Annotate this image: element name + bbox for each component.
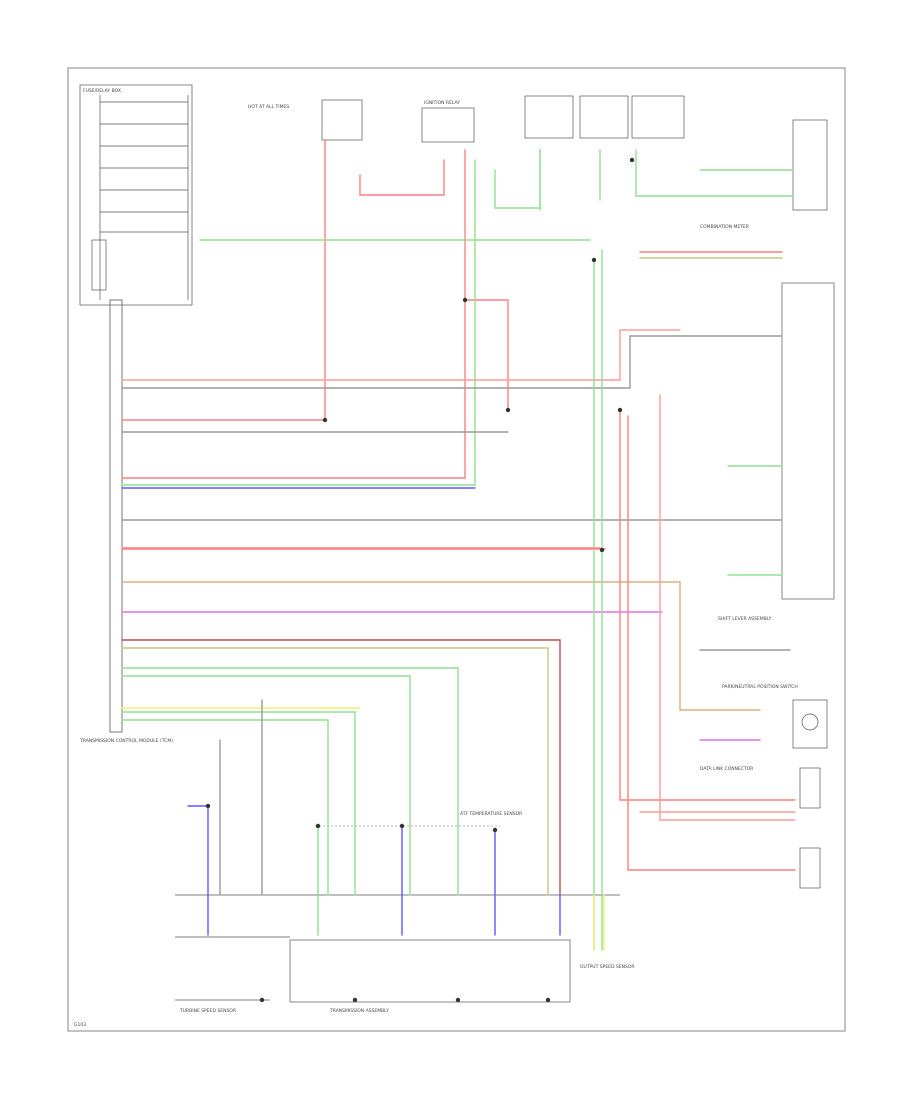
splice-dot xyxy=(462,297,468,303)
data-link-label: DATA LINK CONNECTOR xyxy=(700,766,753,772)
splice-dot xyxy=(205,803,211,809)
splice-dot xyxy=(492,827,498,833)
top-components: HOT AT ALL TIMES IGNITION RELAY xyxy=(248,95,828,211)
splice-dot xyxy=(315,823,321,829)
wire-red xyxy=(121,139,326,421)
shift-lever-label: SHIFT LEVER ASSEMBLY xyxy=(718,616,772,622)
wire-green xyxy=(121,719,329,896)
splice-dot xyxy=(322,417,328,423)
right-components: COMBINATION METER SHIFT LEVER ASSEMBLY P… xyxy=(700,224,835,889)
splice-dot xyxy=(545,997,551,1003)
wire-red xyxy=(619,409,796,801)
wire-tan xyxy=(121,581,761,711)
wire-green xyxy=(121,711,356,896)
splice-dot xyxy=(505,407,511,413)
wire-red xyxy=(359,159,445,196)
wire-darkred xyxy=(121,639,561,896)
wire-red xyxy=(464,299,509,411)
wire-pink xyxy=(121,329,681,381)
combination-meter xyxy=(781,282,835,600)
output-sensor-label: OUTPUT SPEED SENSOR xyxy=(580,964,635,970)
transmission-assembly xyxy=(289,939,571,1003)
meter-connector xyxy=(792,699,828,749)
splice-dot xyxy=(399,823,405,829)
hot-at-all-times-label: HOT AT ALL TIMES xyxy=(248,104,289,110)
wire-green xyxy=(635,149,794,197)
wire-green xyxy=(494,149,541,209)
wire-green xyxy=(121,667,459,896)
tcm-label: TRANSMISSION CONTROL MODULE (TCM) xyxy=(79,738,173,744)
tcm-module: TRANSMISSION CONTROL MODULE (TCM) xyxy=(79,299,173,744)
fuse-box: FUSE/RELAY BOX xyxy=(79,84,193,306)
fuse-box-label: FUSE/RELAY BOX xyxy=(83,88,121,94)
diagram-frame xyxy=(67,67,846,1032)
splice-dot xyxy=(599,547,605,553)
fluid-temp-label: ATF TEMPERATURE SENSOR xyxy=(460,811,522,817)
wire-red xyxy=(121,149,466,479)
wire-olive xyxy=(121,647,549,896)
splice-dots xyxy=(205,157,635,1003)
wires xyxy=(121,139,796,951)
splice-dot xyxy=(259,997,265,1003)
wire-red xyxy=(627,415,796,871)
ground-label: G103 xyxy=(74,1022,86,1028)
transmission-label: TRANSMISSION ASSEMBLY xyxy=(329,1008,389,1014)
park-neutral-label: PARK/NEUTRAL POSITION SWITCH xyxy=(722,684,798,690)
splice-dot xyxy=(629,157,635,163)
turbine-sensor-label: TURBINE SPEED SENSOR xyxy=(179,1008,236,1014)
ign-relay-label: IGNITION RELAY xyxy=(424,100,460,106)
splice-dot xyxy=(455,997,461,1003)
splice-dot xyxy=(591,257,597,263)
bottom-components: TRANSMISSION ASSEMBLY TURBINE SPEED SENS… xyxy=(74,811,635,1028)
splice-dot xyxy=(617,407,623,413)
wire-gray xyxy=(121,335,783,389)
wire-green xyxy=(121,159,476,486)
wire-blue xyxy=(187,805,209,936)
combination-meter-label: COMBINATION METER xyxy=(700,224,749,230)
wire-green xyxy=(121,675,411,896)
wire-pink xyxy=(659,394,796,821)
splice-dot xyxy=(352,997,358,1003)
